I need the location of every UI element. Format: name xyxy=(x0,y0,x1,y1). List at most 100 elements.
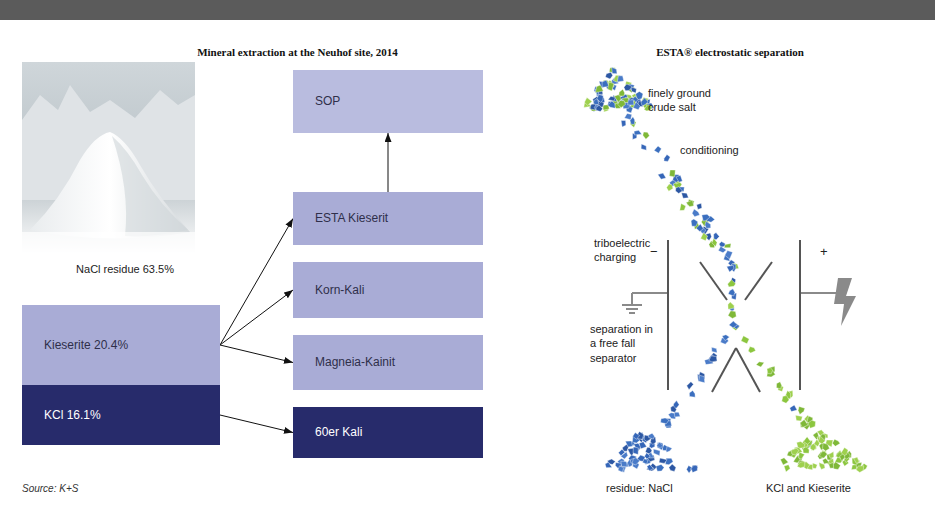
kcl-kieserite-grain xyxy=(818,436,825,444)
flow-box: SOP xyxy=(293,70,483,133)
kcl-kieserite-grain xyxy=(819,451,827,458)
kcl-kieserite-grain xyxy=(780,458,788,465)
annotation: residue: NaCl xyxy=(606,481,716,495)
kcl-kieserite-grain xyxy=(712,238,717,246)
nacl-grain xyxy=(676,175,682,182)
kcl-kieserite-grain xyxy=(823,443,830,451)
kcl-kieserite-grain xyxy=(748,347,755,354)
nacl-grain xyxy=(664,155,670,162)
electrode-plate xyxy=(667,240,669,390)
nacl-grain xyxy=(657,442,663,448)
kcl-kieserite-grain xyxy=(817,430,824,436)
nacl-grain xyxy=(790,405,797,412)
nacl-grain xyxy=(608,101,616,108)
box-label: ESTA Kieserit xyxy=(315,211,471,226)
kcl-kieserite-grain xyxy=(728,311,736,319)
nacl-grain xyxy=(665,458,673,465)
nacl-grain xyxy=(689,391,695,398)
ground-bar xyxy=(626,308,638,310)
kcl-kieserite-grain xyxy=(686,200,694,207)
nacl-grain xyxy=(729,321,738,328)
nacl-grain xyxy=(624,114,631,120)
kcl-kieserite-grain xyxy=(604,106,609,112)
nacl-grain xyxy=(709,356,717,362)
nacl-grain xyxy=(727,265,734,272)
kcl-kieserite-grain xyxy=(608,82,614,91)
kcl-kieserite-grain xyxy=(728,280,736,287)
funnel-wall xyxy=(700,262,727,300)
nacl-grain xyxy=(608,96,615,101)
annotation: KCl and Kieserite xyxy=(766,481,896,495)
nacl-grain xyxy=(633,433,640,440)
nacl-grain xyxy=(719,242,725,248)
kcl-kieserite-grain xyxy=(823,458,830,464)
kcl-kieserite-grain xyxy=(643,132,650,139)
nacl-grain xyxy=(674,412,680,417)
kcl-kieserite-grain xyxy=(833,462,840,470)
kcl-kieserite-grain xyxy=(797,462,805,468)
nacl-grain xyxy=(656,464,664,471)
annotation: conditioning xyxy=(680,143,770,157)
box-label: 60er Kali xyxy=(315,425,471,440)
flow-arrow xyxy=(388,133,389,192)
funnel-wall xyxy=(745,262,772,300)
ground-wire xyxy=(631,293,633,304)
nacl-grain xyxy=(633,447,638,455)
nacl-grain xyxy=(624,84,632,91)
nacl-grain xyxy=(722,335,729,341)
kcl-kieserite-grain xyxy=(741,336,749,344)
nacl-grain xyxy=(699,375,705,382)
nacl-grain xyxy=(621,120,626,127)
particle-layer xyxy=(584,67,868,473)
nacl-grain xyxy=(654,146,661,153)
kcl-kieserite-grain xyxy=(813,463,818,469)
nacl-grain xyxy=(605,72,612,79)
nacl-grain xyxy=(628,100,634,105)
kcl-kieserite-grain xyxy=(776,382,781,389)
nacl-grain xyxy=(714,233,720,240)
photo-ground xyxy=(22,62,195,255)
ground-symbol xyxy=(622,293,667,313)
nacl-grain xyxy=(681,193,688,199)
kcl-kieserite-grain xyxy=(584,98,592,106)
kcl-kieserite-grain xyxy=(796,415,803,421)
ground-wire xyxy=(632,292,667,294)
box-label: Magneia-Kainit xyxy=(315,355,471,370)
kcl-kieserite-grain xyxy=(854,457,860,463)
kcl-kieserite-grain xyxy=(669,170,675,177)
section-title: ESTA® electrostatic separation xyxy=(610,45,850,59)
pile-shadow xyxy=(112,136,188,236)
box-label: SOP xyxy=(315,94,471,109)
annotation: finely ground crude salt xyxy=(648,86,728,115)
splitter-wall xyxy=(736,348,760,392)
annotation: NaCl residue 63.5% xyxy=(30,262,220,276)
nacl-grain xyxy=(643,459,649,464)
flow-box: Korn-Kali xyxy=(293,262,483,318)
kcl-kieserite-grain xyxy=(851,465,857,470)
flow-arrow xyxy=(220,345,293,363)
nacl-grain xyxy=(633,102,640,110)
kcl-kieserite-grain xyxy=(784,465,790,472)
nacl-grain xyxy=(702,214,710,221)
nacl-grain xyxy=(697,203,702,209)
box-label: Korn-Kali xyxy=(315,283,471,298)
nacl-grain xyxy=(597,95,603,103)
separator-apparatus xyxy=(668,240,800,392)
kcl-kieserite-grain xyxy=(767,368,773,374)
nacl-grain xyxy=(657,443,663,450)
electrode-plate xyxy=(799,240,801,390)
kcl-kieserite-grain xyxy=(808,420,816,428)
kcl-kieserite-grain xyxy=(595,85,603,93)
nacl-grain xyxy=(641,144,646,150)
kcl-kieserite-grain xyxy=(841,448,848,456)
source-caption: Source: K+S xyxy=(22,482,78,495)
ground-bar xyxy=(622,304,642,306)
nacl-grain xyxy=(676,187,683,194)
annotation: separation in a free fall separator xyxy=(590,322,660,365)
header-bar xyxy=(0,0,935,20)
nacl-grain xyxy=(712,347,718,352)
nacl-grain xyxy=(671,406,677,413)
kcl-kieserite-grain xyxy=(728,302,734,309)
nacl-grain xyxy=(621,452,628,459)
flow-arrow xyxy=(220,415,293,433)
